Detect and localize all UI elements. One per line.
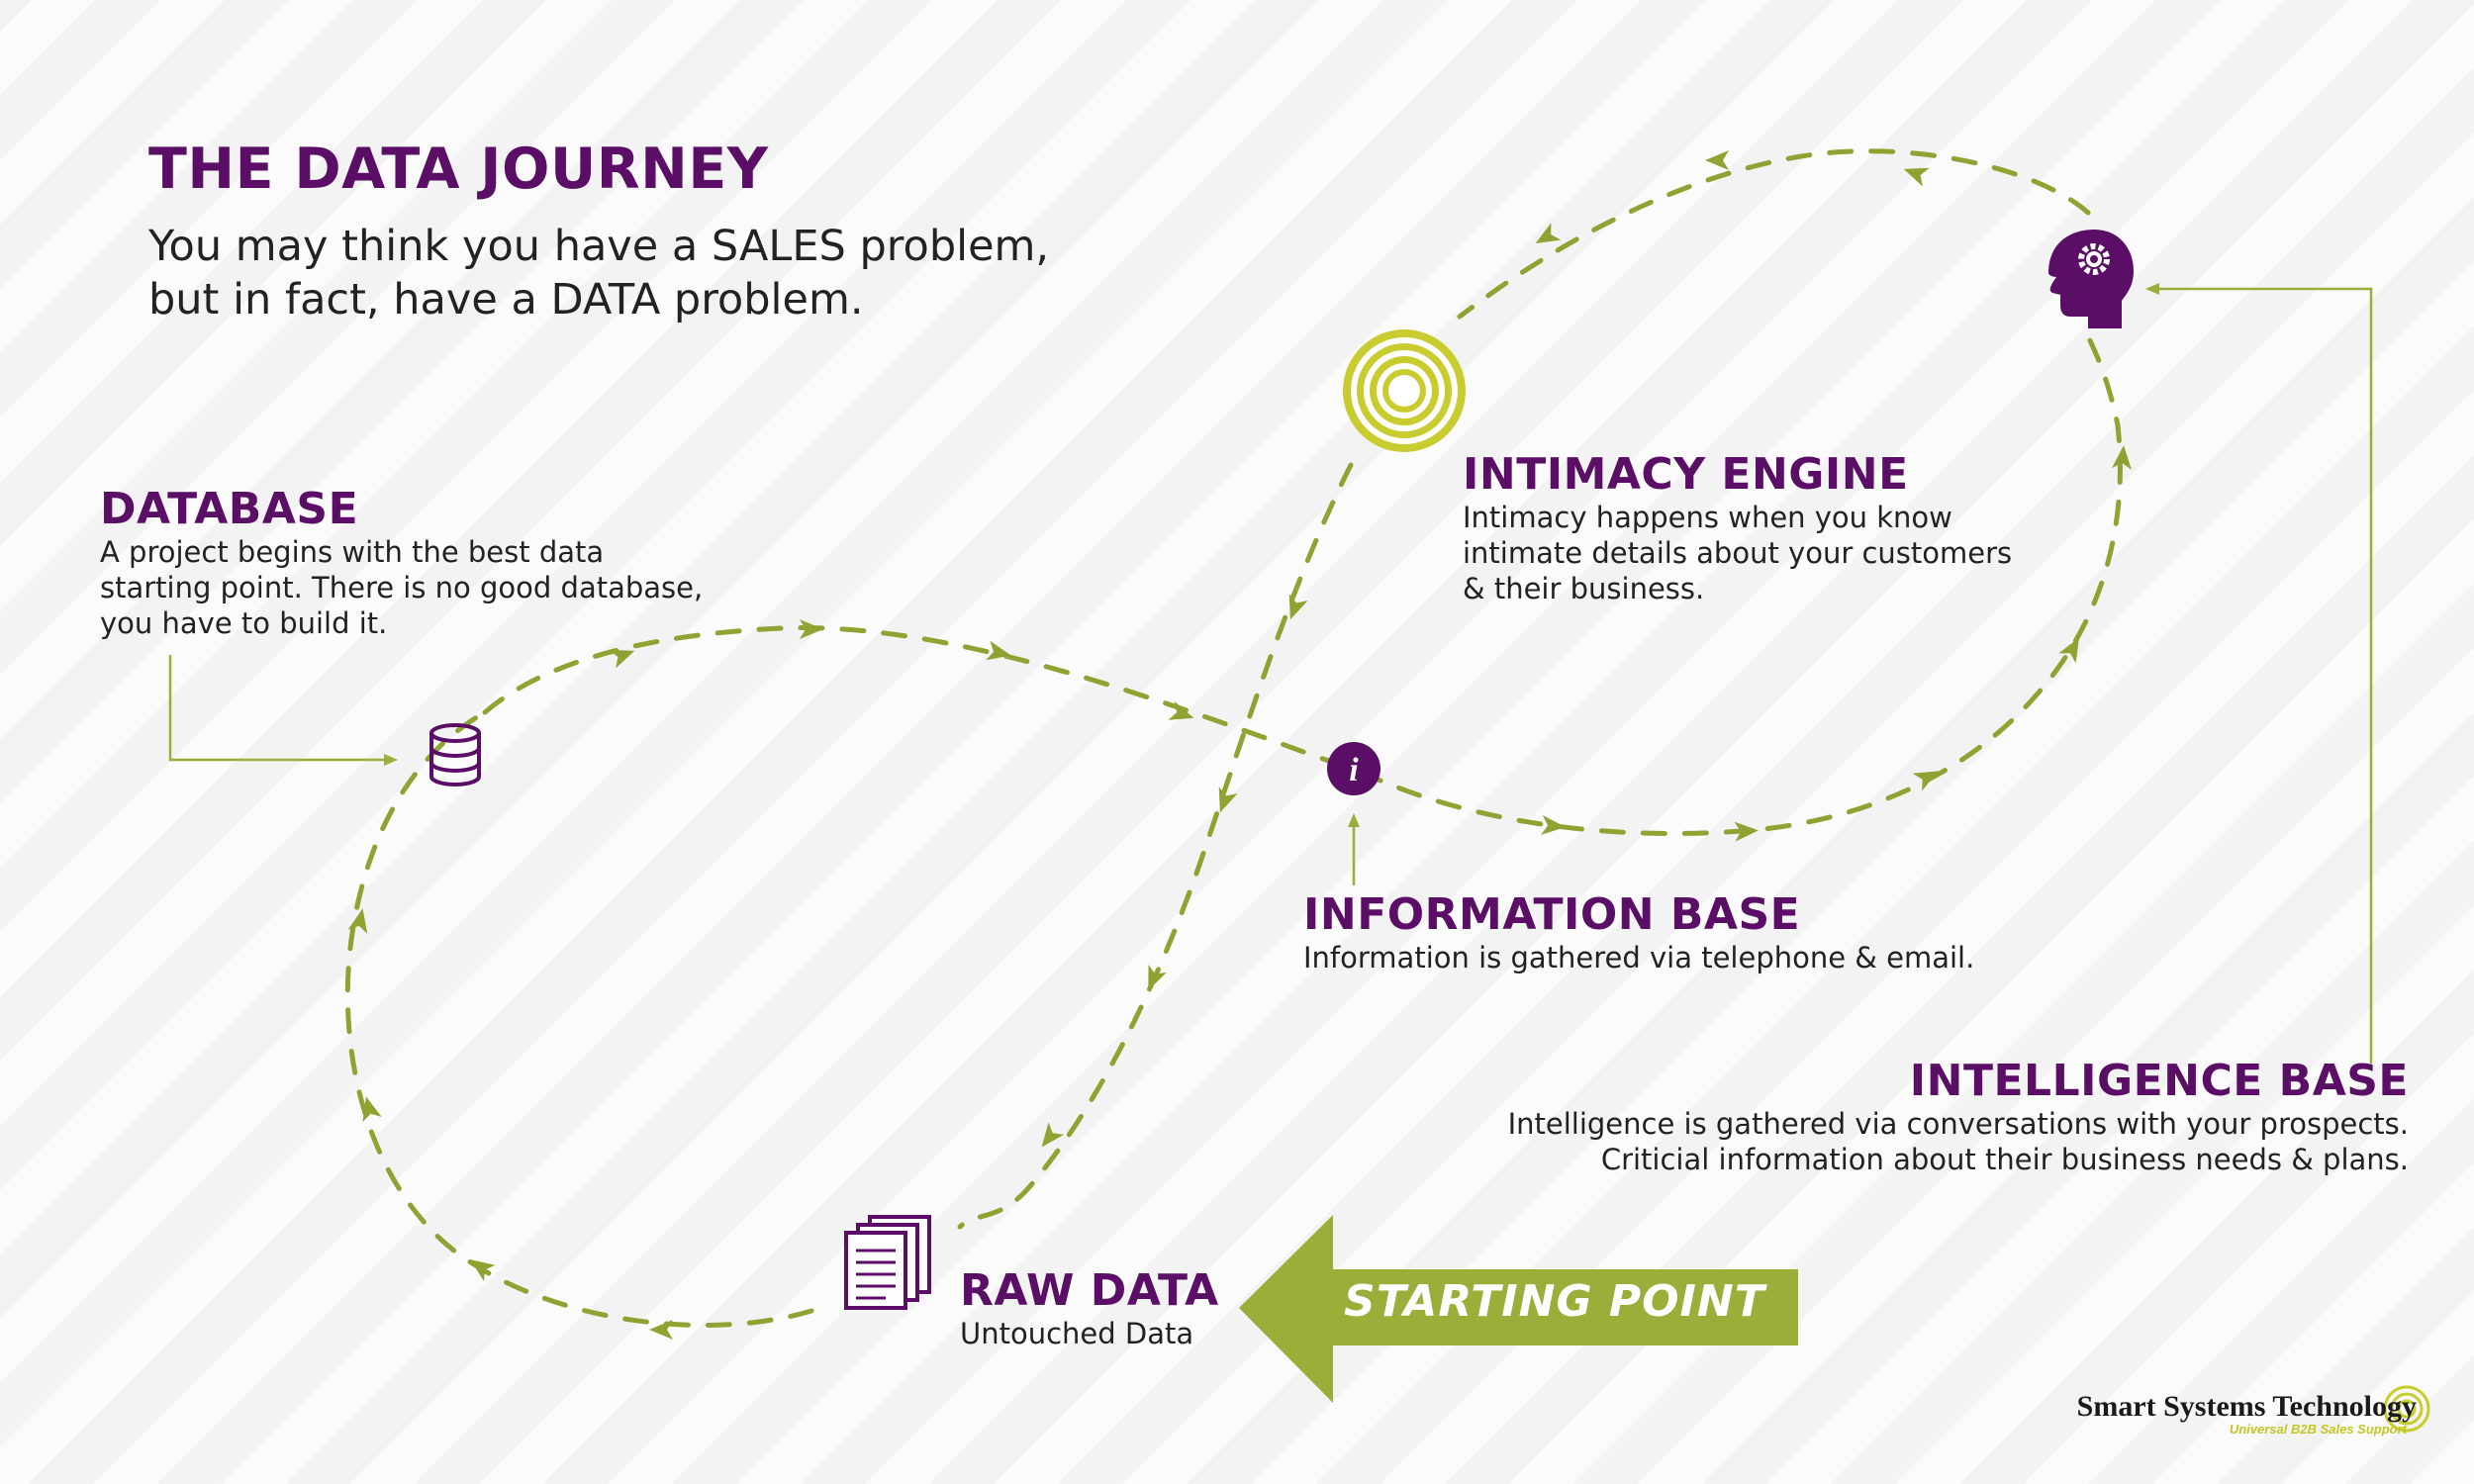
intelligence-connector-arrowhead xyxy=(2145,283,2159,295)
arrow-marker xyxy=(1218,787,1238,813)
head-gear-icon xyxy=(2048,230,2134,328)
arrow-marker xyxy=(1705,150,1729,170)
starting-point-arrow-shape xyxy=(1239,1215,1798,1403)
intelligence-base-description: Intelligence is gathered via conversatio… xyxy=(1508,1106,2409,1177)
brand-logo: Smart Systems Technology Universal B2B S… xyxy=(2077,1390,2454,1437)
starting-point-label: STARTING POINT xyxy=(1344,1276,1765,1327)
path-intelligence-to-intimacy xyxy=(1457,148,2091,320)
database-icon xyxy=(429,723,481,787)
arrow-marker xyxy=(470,1259,496,1282)
path-information-to-intelligence xyxy=(1358,324,2123,836)
arrow-marker xyxy=(1734,821,1759,842)
arrow-marker xyxy=(2111,445,2132,470)
brand-name: Smart Systems Technology xyxy=(2076,1390,2417,1423)
target-logo-icon xyxy=(2383,1385,2430,1433)
description-line: starting point. There is no good databas… xyxy=(100,571,704,604)
raw-data-callout: RAW DATA Untouched Data xyxy=(960,1266,1219,1351)
arrow-marker xyxy=(2058,637,2079,664)
intimacy-engine-description: Intimacy happens when you know intimate … xyxy=(1463,500,2012,606)
description-line: A project begins with the best data xyxy=(100,535,605,569)
database-callout: DATABASE A project begins with the best … xyxy=(100,485,703,641)
subtitle-line: but in fact, have a DATA problem. xyxy=(148,275,864,325)
description-line: Intimacy happens when you know xyxy=(1463,501,1952,534)
intimacy-engine-callout: INTIMACY ENGINE Intimacy happens when yo… xyxy=(1463,450,2012,606)
arrow-marker xyxy=(1912,771,1939,791)
information-base-description: Information is gathered via telephone & … xyxy=(1303,940,1974,975)
path-arrows xyxy=(347,150,2132,1340)
intelligence-base-callout: INTELLIGENCE BASE Intelligence is gather… xyxy=(1508,1057,2409,1177)
description-line: you have to build it. xyxy=(100,606,388,640)
path-intimacy-to-raw xyxy=(957,462,1354,1230)
raw-data-description: Untouched Data xyxy=(960,1316,1219,1351)
arrow-marker xyxy=(1903,167,1930,187)
intelligence-connector xyxy=(2157,287,2373,1064)
database-connector xyxy=(168,655,391,762)
intelligence-base-heading: INTELLIGENCE BASE xyxy=(1909,1056,2409,1106)
brand-tagline: Universal B2B Sales Support xyxy=(2229,1422,2407,1437)
information-base-heading: INFORMATION BASE xyxy=(1303,889,1801,940)
arrow-marker xyxy=(1168,700,1194,720)
information-connector-arrowhead xyxy=(1348,813,1360,827)
documents-icon xyxy=(844,1215,931,1310)
arrow-marker xyxy=(649,1320,673,1340)
arrow-marker xyxy=(1541,814,1566,835)
description-line: & their business. xyxy=(1463,572,1705,605)
arrow-marker xyxy=(609,649,635,669)
path-raw-to-database xyxy=(344,709,814,1328)
arrow-marker xyxy=(1148,965,1167,991)
description-line: Criticial information about their busine… xyxy=(1600,1143,2409,1176)
raw-data-heading: RAW DATA xyxy=(960,1265,1219,1316)
intimacy-engine-heading: INTIMACY ENGINE xyxy=(1463,449,1909,500)
arrow-marker xyxy=(362,1096,382,1123)
description-line: Intelligence is gathered via conversatio… xyxy=(1507,1107,2409,1141)
arrow-marker xyxy=(1288,594,1308,620)
description-line: Information is gathered via telephone & … xyxy=(1303,941,1975,974)
arrow-marker xyxy=(986,640,1011,661)
database-description: A project begins with the best data star… xyxy=(100,534,703,641)
path-database-to-information xyxy=(482,625,1364,775)
database-heading: DATABASE xyxy=(100,484,359,534)
description-line: intimate details about your customers xyxy=(1463,536,2013,570)
arrow-marker xyxy=(800,619,823,639)
database-connector-arrowhead xyxy=(384,754,398,766)
description-line: Untouched Data xyxy=(960,1317,1194,1350)
information-base-callout: INFORMATION BASE Information is gathered… xyxy=(1303,890,1974,975)
page-subtitle: You may think you have a SALES problem, … xyxy=(148,220,1049,326)
target-icon xyxy=(1343,329,1466,452)
subtitle-line: You may think you have a SALES problem, xyxy=(148,222,1050,271)
arrow-marker xyxy=(347,908,368,934)
info-icon: i xyxy=(1327,742,1380,795)
svg-text:i: i xyxy=(1349,752,1359,788)
arrow-marker xyxy=(1041,1122,1065,1148)
arrow-marker xyxy=(1535,223,1562,243)
page-title: THE DATA JOURNEY xyxy=(148,137,769,202)
